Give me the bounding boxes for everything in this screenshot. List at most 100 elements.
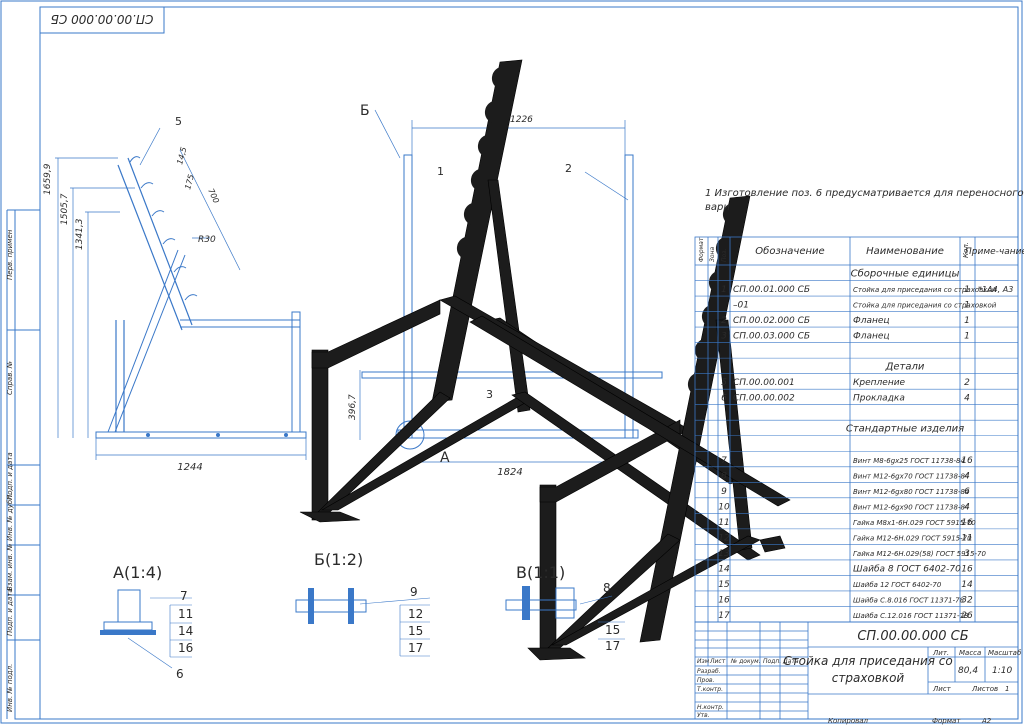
detail-a-part-2: 14 [178, 624, 193, 638]
role-5: Утв. [697, 712, 710, 719]
dim-175: 175 [183, 173, 196, 190]
spec-qty: 3 [964, 549, 970, 559]
col-name: Наименование [866, 246, 944, 257]
spec-name: Шайба С.8.016 ГОСТ 11371-78 [853, 596, 965, 604]
spec-pos: 15 [718, 580, 730, 590]
spec-pos: 12 [718, 533, 730, 543]
spec-qty: 4 [964, 502, 970, 512]
side-label-2: Подп. и дата [6, 452, 14, 500]
side-label-4: Взам. инв. № [6, 543, 14, 591]
format-value: А2 [981, 717, 992, 725]
lit-label: Лит. [932, 649, 949, 657]
spec-qty: 1 [964, 301, 970, 311]
spec-pos: 6 [721, 394, 727, 404]
callout-a: A [440, 450, 450, 466]
spec-pos: 9 [721, 487, 727, 497]
row-label-2: № докум. [730, 658, 761, 665]
side-label-3: Инв. № дубл. [6, 493, 14, 541]
dim-700: 700 [206, 187, 221, 205]
sheets-value: 1 [1005, 685, 1009, 693]
dim-145: 14,5 [175, 146, 188, 166]
row-label-0: Изм [697, 658, 710, 665]
rotated-code-box: СП.00.00.000 СБ [39, 6, 165, 34]
spec-qty: 1 [964, 332, 970, 342]
detail-a-part-0: 7 [180, 589, 188, 603]
spec-name: Гайка М8х1-6Н.029 ГОСТ 5915-70 [853, 519, 976, 527]
dim-1226: 1226 [510, 115, 533, 125]
dim-1244: 1244 [177, 462, 202, 473]
detail-b-part-2: 15 [408, 624, 423, 638]
technical-note-line1: 1 Изготовление поз. 6 предусматривается … [705, 188, 1024, 199]
dim-1505: 1505,7 [60, 193, 70, 225]
dim-r30: R30 [198, 235, 216, 245]
spec-name: Стойка для приседания со страховкой [853, 286, 997, 294]
role-4: Н.контр. [697, 704, 724, 711]
spec-name: Шайба 12 ГОСТ 6402-70 [853, 581, 942, 589]
spec-name: Прокладка [853, 394, 905, 404]
left-side-stamp: Перв. примен Справ. № Подп. и дата Инв. … [6, 209, 41, 720]
col-zone: Зона [709, 247, 716, 262]
spec-pos: 7 [721, 456, 727, 466]
spec-qty: 2 [964, 378, 970, 388]
row-label-1: Лист [709, 658, 726, 665]
detail-b-part-0: 9 [410, 585, 418, 599]
spec-name: Винт М8-6gх25 ГОСТ 11738-84 [853, 457, 965, 465]
col-note: Приме-чание [965, 247, 1024, 257]
spec-qty: 26 [961, 611, 973, 621]
spec-note: *1А4, А3 [978, 285, 1013, 294]
dim-396: 396,7 [348, 394, 358, 420]
detail-b-title: Б(1:2) [314, 550, 363, 569]
spec-section-assemblies: Сборочные единицы [851, 268, 960, 280]
spec-name: Шайба С.12.016 ГОСТ 11371-78 [853, 612, 969, 620]
spec-name: Стойка для приседания со страховкой [853, 302, 997, 310]
dim-1824: 1824 [497, 467, 522, 478]
spec-qty: 4 [964, 394, 970, 404]
role-0: Разраб. [697, 668, 721, 675]
callout-2: 2 [565, 162, 572, 175]
callout-b-cyr: Б [360, 103, 370, 119]
spec-qty: 6 [964, 487, 970, 497]
spec-pos: 5 [721, 378, 727, 388]
spec-pos: 14 [718, 564, 730, 574]
side-label-5: Подп. и дата [6, 588, 14, 636]
sheet-label: Лист [932, 685, 952, 693]
spec-designation: СП.00.00.001 [733, 378, 795, 388]
side-label-6: Инв. № подл. [6, 664, 14, 712]
title-block: СП.00.00.000 СБ Стойка для приседания со… [694, 621, 1022, 725]
detail-a-title: A(1:4) [113, 563, 162, 582]
spec-section-parts: Детали [885, 362, 925, 373]
spec-qty: 16 [961, 564, 973, 574]
spec-designation: СП.00.03.000 СБ [733, 332, 810, 342]
spec-qty: 1 [964, 285, 970, 295]
col-designation: Обозначение [755, 245, 824, 257]
format-label: Формат [932, 717, 961, 725]
spec-qty: 32 [961, 595, 973, 605]
spec-pos: 13 [718, 549, 730, 559]
detail-a-part-1: 11 [178, 607, 193, 621]
spec-pos: 1 [721, 285, 727, 295]
spec-qty: 16 [961, 456, 973, 466]
title-code: СП.00.00.000 СБ [857, 629, 968, 644]
spec-designation: СП.00.02.000 СБ [733, 316, 810, 326]
spec-name: Винт М12-6gх90 ГОСТ 11738-84 [853, 503, 969, 511]
spec-name: Фланец [853, 316, 890, 326]
row-label-3: Подп. [763, 658, 781, 665]
title-name-1: Стойка для приседания со [783, 654, 952, 668]
detail-v-part-0: 8 [603, 581, 611, 595]
spec-qty: 4 [964, 471, 970, 481]
detail-v: B(1:1) 8 15 17 [505, 563, 625, 653]
spec-qty: 1 [964, 316, 970, 326]
side-label-1: Справ. № [6, 361, 14, 395]
spec-pos: 3 [721, 332, 727, 342]
row-label-4: Дата [782, 658, 799, 665]
spec-name: Винт М12-6gх70 ГОСТ 11738-84 [853, 472, 969, 480]
mass-value: 80,4 [958, 666, 978, 676]
specification-table: Обозначение Наименование Кол. Приме-чани… [694, 236, 1024, 623]
col-format: Формат [698, 237, 705, 262]
scale-value: 1:10 [992, 666, 1012, 676]
spec-qty: 11 [961, 533, 972, 543]
spec-designation: –01 [733, 301, 749, 311]
detail-a-bottom: 6 [176, 667, 184, 681]
spec-pos: 17 [718, 611, 730, 621]
